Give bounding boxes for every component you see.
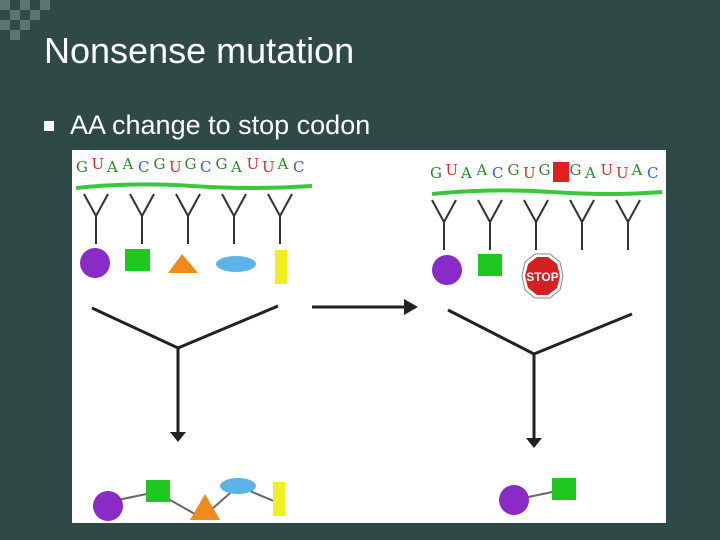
protein-triangle xyxy=(190,494,220,520)
trna-row-left xyxy=(83,193,293,244)
left-base-8: C xyxy=(200,158,211,176)
transition-arrow xyxy=(312,299,418,315)
right-base-11: U xyxy=(601,161,614,179)
branch-arrow-left xyxy=(91,304,279,434)
right-base-7: G xyxy=(539,161,551,179)
right-base-2: A xyxy=(460,164,472,182)
protein-circle xyxy=(93,491,123,521)
right-base-1: U xyxy=(446,161,459,179)
left-base-1: U xyxy=(92,155,105,173)
right-base-0: G xyxy=(430,164,442,182)
protein-circle-right xyxy=(499,485,529,515)
right-base-14: C xyxy=(647,164,658,182)
bullet-text: AA change to stop codon xyxy=(70,110,371,140)
branch-arrow-right xyxy=(447,308,633,440)
protein-square-right xyxy=(552,478,576,500)
right-base-6: U xyxy=(523,164,536,182)
amino-acid-circle xyxy=(80,248,110,278)
right-mutated-base xyxy=(553,162,569,182)
bullet-item: AA change to stop codon xyxy=(44,110,370,141)
trna-row-right xyxy=(431,199,641,250)
branch-arrow-right-head xyxy=(526,438,542,448)
amino-acid-square xyxy=(125,249,150,271)
left-base-10: A xyxy=(230,158,242,176)
left-base-14: C xyxy=(293,158,304,176)
stop-sign-icon: STOP xyxy=(521,253,564,299)
right-base-13: A xyxy=(631,161,643,179)
left-base-4: C xyxy=(138,158,149,176)
amino-acid-bar xyxy=(275,250,287,284)
protein-ellipse xyxy=(220,478,256,494)
right-base-12: U xyxy=(616,164,629,182)
left-base-12: U xyxy=(262,158,275,176)
right-base-5: G xyxy=(508,161,520,179)
left-base-3: A xyxy=(122,155,134,173)
slide-title: Nonsense mutation xyxy=(44,30,355,71)
amino-acid-square-right xyxy=(478,254,502,276)
amino-acid-triangle xyxy=(168,254,198,273)
left-base-9: G xyxy=(216,155,228,173)
left-base-11: U xyxy=(247,155,260,173)
amino-acid-ellipse xyxy=(216,256,256,272)
right-base-10: A xyxy=(584,164,596,182)
bullet-square-icon xyxy=(44,120,54,131)
mrna-backbone-left xyxy=(75,182,313,190)
stop-sign-label: STOP xyxy=(526,270,558,284)
amino-acid-circle-right xyxy=(432,255,462,285)
left-base-13: A xyxy=(277,155,289,173)
left-base-6: U xyxy=(169,158,182,176)
left-base-5: G xyxy=(154,155,166,173)
branch-arrow-left-head xyxy=(170,432,186,442)
protein-bar xyxy=(273,482,285,516)
right-base-3: A xyxy=(476,161,488,179)
protein-square xyxy=(146,480,170,502)
left-base-0: G xyxy=(76,158,88,176)
right-base-9: G xyxy=(570,161,582,179)
right-base-4: C xyxy=(492,164,503,182)
left-base-7: G xyxy=(185,155,197,173)
left-base-2: A xyxy=(106,158,118,176)
mrna-backbone-right xyxy=(431,188,663,196)
